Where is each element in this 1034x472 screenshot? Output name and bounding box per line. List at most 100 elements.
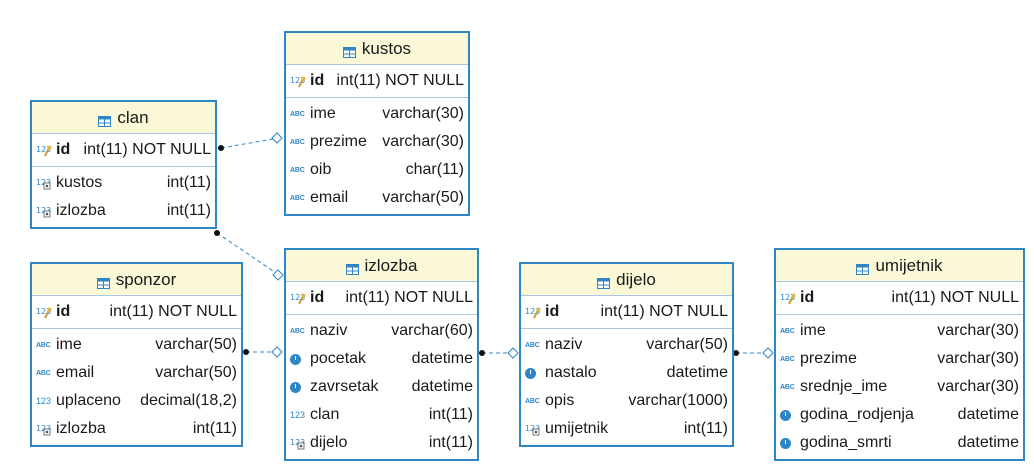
column-name: opis <box>545 392 575 409</box>
column-name: id <box>310 72 325 89</box>
table-header[interactable]: sponzor <box>32 264 241 296</box>
table-icon <box>96 274 110 289</box>
abc-icon: ABC <box>290 138 305 146</box>
table-header[interactable]: umijetnik <box>776 250 1023 282</box>
relation-end-diamond <box>762 347 774 359</box>
column-name: umijetnik <box>545 420 609 437</box>
column-type: int(11) <box>166 202 211 219</box>
clock-icon <box>290 380 310 394</box>
column-type: datetime <box>411 350 473 367</box>
table-name: sponzor <box>115 269 177 289</box>
column-type: varchar(50) <box>646 336 728 353</box>
column-row[interactable]: 123 umijetnik int(11) <box>521 415 732 443</box>
svg-text:123: 123 <box>290 438 305 447</box>
table-icon <box>98 112 112 127</box>
table-header[interactable]: dijelo <box>521 264 732 296</box>
primary-key-row[interactable]: 123 id int(11) NOT NULL <box>286 67 468 95</box>
abc-icon: ABC <box>780 327 795 335</box>
column-name: godina_smrti <box>800 434 892 451</box>
column-name: zavrsetak <box>310 378 379 395</box>
abc-icon: ABC <box>36 341 51 349</box>
relation-end-diamond <box>271 346 283 358</box>
column-type: varchar(30) <box>937 322 1019 339</box>
column-type: int(11) NOT NULL <box>336 72 464 89</box>
column-type: int(11) <box>192 420 237 437</box>
column-row[interactable]: ABC ime varchar(30) <box>776 317 1023 345</box>
column-row[interactable]: godina_smrti datetime <box>776 429 1023 457</box>
svg-text:123: 123 <box>525 424 540 433</box>
column-type: decimal(18,2) <box>140 392 237 409</box>
relation-end-dot <box>214 230 220 236</box>
table-header[interactable]: clan <box>32 102 215 134</box>
table-icon <box>856 260 870 275</box>
svg-text:123: 123 <box>36 424 51 433</box>
fk-icon: 123 <box>525 422 545 436</box>
column-name: oib <box>310 161 332 178</box>
pk-icon: 123 <box>36 143 56 157</box>
column-type: varchar(30) <box>382 133 464 150</box>
column-name: kustos <box>56 174 103 191</box>
svg-text:123: 123 <box>525 307 540 316</box>
column-name: naziv <box>310 322 348 339</box>
column-row[interactable]: ABC naziv varchar(60) <box>286 317 477 345</box>
table-header[interactable]: kustos <box>286 33 468 65</box>
column-name: ime <box>800 322 826 339</box>
column-name: naziv <box>545 336 583 353</box>
column-type: int(11) NOT NULL <box>109 303 237 320</box>
relation-end-dot <box>733 350 739 356</box>
fk-icon: 123 <box>290 436 310 450</box>
relation-end-diamond <box>507 347 519 359</box>
column-name: email <box>56 364 95 381</box>
column-type: datetime <box>957 406 1019 423</box>
relation-end-dot <box>243 349 249 355</box>
table-name: dijelo <box>616 269 656 289</box>
table-header[interactable]: izlozba <box>286 250 477 282</box>
column-type: char(11) <box>405 161 464 178</box>
relation-end-dot <box>479 350 485 356</box>
column-type: datetime <box>957 434 1019 451</box>
svg-text:123: 123 <box>36 206 51 215</box>
column-type: int(11) <box>683 420 728 437</box>
svg-text:123: 123 <box>290 76 305 85</box>
table-name: umijetnik <box>875 255 943 275</box>
column-name: dijelo <box>310 434 348 451</box>
column-name: prezime <box>800 350 857 367</box>
abc-icon: ABC <box>290 327 305 335</box>
fk-icon: 123 <box>36 176 56 190</box>
table-icon <box>597 274 611 289</box>
number-icon: 123 <box>290 410 306 420</box>
column-type: varchar(60) <box>391 322 473 339</box>
table-name: izlozba <box>364 255 418 275</box>
